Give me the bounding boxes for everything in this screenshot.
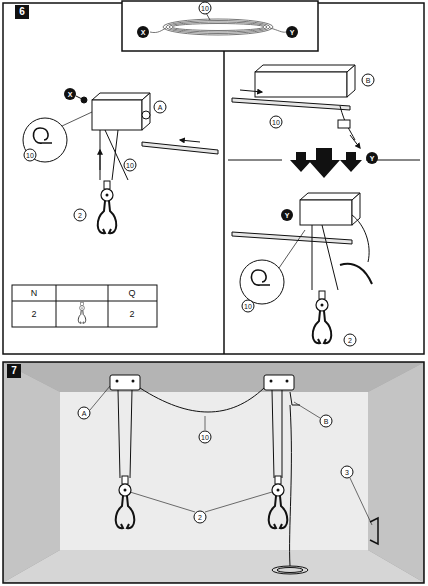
callout-number: 10 <box>199 431 212 444</box>
panel-7 <box>3 362 424 583</box>
callout-number: 2 <box>74 209 87 222</box>
step-number: 7 <box>7 364 21 378</box>
callout-number: 2 <box>344 334 357 347</box>
callout-letter: A <box>78 407 91 420</box>
table-cell: N <box>29 288 40 299</box>
callout-number: 10 <box>199 2 212 15</box>
table-cell: Q <box>126 288 137 299</box>
callout-number: 3 <box>341 466 354 479</box>
end-marker: X <box>137 26 149 38</box>
table-cell: 2 <box>127 309 136 320</box>
end-marker: Y <box>286 26 298 38</box>
end-marker: X <box>64 88 76 100</box>
table-cell: 2 <box>29 309 38 320</box>
callout-number: 2 <box>194 511 207 524</box>
callout-number: 10 <box>242 300 255 313</box>
callout-number: 10 <box>124 159 137 172</box>
callout-letter: B <box>320 415 333 428</box>
panel-6 <box>3 1 424 354</box>
callout-number: 10 <box>270 116 283 129</box>
end-marker: Y <box>366 152 378 164</box>
callout-letter: B <box>362 74 375 87</box>
callout-letter: A <box>154 101 167 114</box>
callout-number: 10 <box>24 149 37 162</box>
end-marker: Y <box>281 209 293 221</box>
step-number: 6 <box>15 5 29 19</box>
